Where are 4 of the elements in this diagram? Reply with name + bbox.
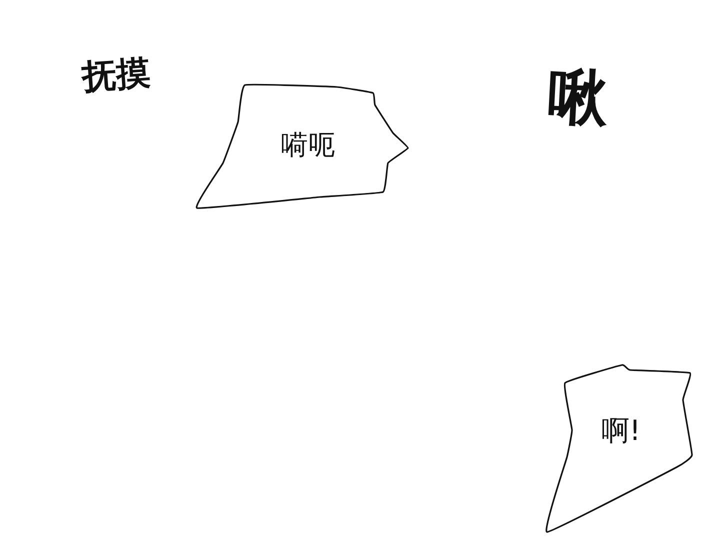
speech-text: 啊! [601,413,641,449]
sound-effect-text: 抚摸 [80,52,152,100]
speech-text: 嗬呃 [281,129,335,163]
sound-effect-text: 啾 [546,60,610,137]
